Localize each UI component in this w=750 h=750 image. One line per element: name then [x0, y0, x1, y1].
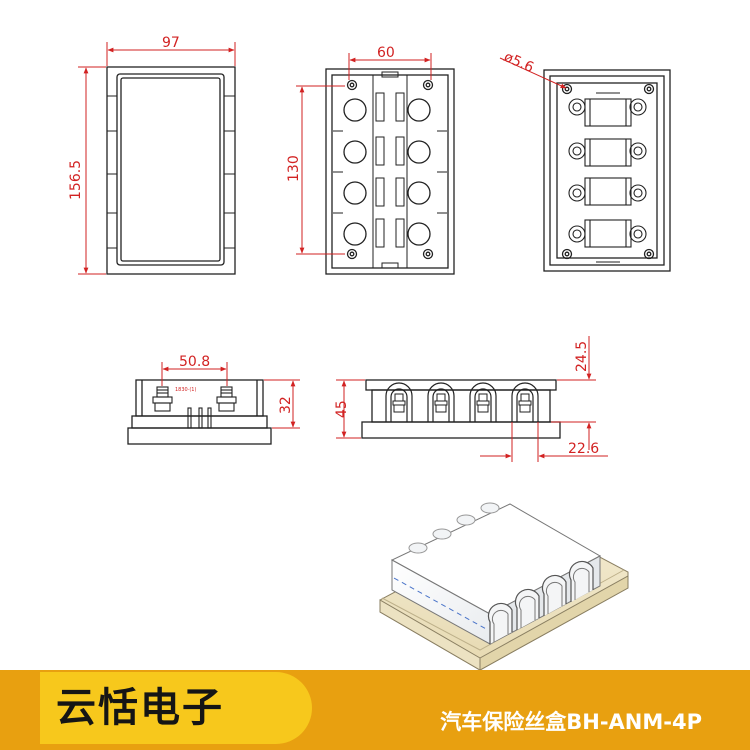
view-bottom-base: [325, 68, 455, 275]
dim-terminal-pitch-label: 22.6: [568, 441, 599, 457]
dim-side-height: [264, 379, 300, 429]
dim-top-height-label: 156.5: [68, 160, 84, 200]
dim-top-width: [106, 42, 236, 66]
part-marking: 1830·(1): [175, 387, 196, 393]
dim-stud-spacing: [161, 362, 228, 386]
dim-hole-spacing-x-label: 60: [377, 45, 395, 61]
dim-hole-spacing-y: [296, 85, 345, 255]
brand-name: 云恬电子: [56, 685, 224, 731]
dim-front-height-label: 45: [334, 400, 350, 418]
dim-stud-spacing-label: 50.8: [179, 354, 210, 370]
view-front: [361, 379, 561, 439]
dim-terminal-pitch: [480, 422, 608, 462]
product-name: 汽车保险丝盒BH-ANM-4P: [440, 710, 702, 734]
dim-hole-diameter-leader: [499, 57, 567, 89]
view-side: [127, 379, 272, 445]
view-base-studs: [543, 69, 671, 272]
dim-top-height: [78, 66, 106, 275]
dim-terminal-height-label: 24.5: [574, 341, 590, 372]
dim-hole-spacing-y-label: 130: [286, 155, 302, 182]
view-isometric: [379, 502, 629, 671]
dim-hole-diameter-label: ø5.6: [501, 49, 536, 76]
dim-front-height: [336, 379, 365, 439]
dim-terminal-height: [551, 336, 596, 450]
dim-side-height-label: 32: [278, 396, 294, 414]
view-top-cover: [106, 66, 236, 275]
brand-badge: [40, 672, 312, 744]
dim-hole-spacing-x: [348, 53, 432, 80]
dim-top-width-label: 97: [162, 35, 180, 51]
